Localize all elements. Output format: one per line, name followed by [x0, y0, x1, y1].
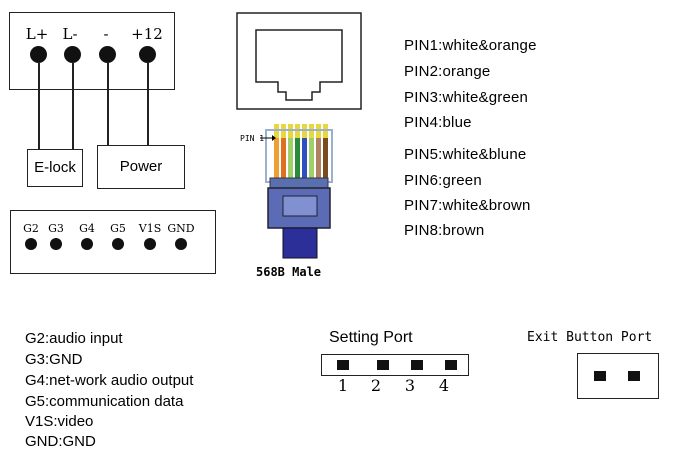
setting-num-3: 3 — [404, 376, 416, 395]
pin-2-label: PIN2:orange — [404, 63, 491, 80]
exit-port-connector — [577, 353, 659, 399]
terminal-screw-3 — [99, 46, 116, 63]
io-screw-g4 — [81, 238, 93, 250]
wire-minus — [107, 62, 109, 146]
pin1-marker: PIN 1 — [240, 134, 265, 143]
setting-pin-1 — [337, 360, 349, 370]
terminal-label-minus: - — [103, 25, 109, 43]
wire-l-plus — [38, 62, 40, 150]
terminal-screw-4 — [139, 46, 156, 63]
setting-port-title: Setting Port — [329, 329, 413, 346]
rj45-plug — [260, 124, 333, 259]
setting-pin-3 — [411, 360, 423, 370]
plug-caption: 568B Male — [256, 265, 322, 279]
plug-wire-2 — [281, 124, 286, 180]
io-screw-gnd — [175, 238, 187, 250]
pin-1-label: PIN1:white&orange — [404, 37, 537, 54]
elock-box — [27, 149, 83, 187]
pin-5-label: PIN5:white&blune — [404, 146, 527, 163]
plug-wire-6 — [309, 124, 314, 180]
pin-6-label: PIN6:green — [404, 172, 482, 189]
pin-7-label: PIN7:white&brown — [404, 197, 531, 214]
elock-label: E-lock — [34, 159, 76, 176]
legend-g5: G5:communication data — [25, 393, 184, 410]
rj45-socket — [236, 12, 362, 110]
io-label-g2: G2 — [23, 222, 39, 235]
wire-plus12 — [147, 62, 149, 146]
plug-wire-8 — [323, 124, 328, 180]
legend-v1s: V1S:video — [25, 413, 94, 430]
plug-wire-7 — [316, 124, 321, 180]
io-label-g3: G3 — [48, 222, 64, 235]
io-label-g5: G5 — [110, 222, 126, 235]
io-screw-v1s — [144, 238, 156, 250]
legend-g3: G3:GND — [25, 351, 83, 368]
terminal-label-plus12: +12 — [131, 25, 163, 43]
pin-3-label: PIN3:white&green — [404, 89, 529, 106]
setting-num-4: 4 — [438, 376, 450, 395]
power-box — [97, 145, 185, 189]
io-label-gnd: GND — [167, 222, 195, 235]
terminal-label-l-plus: L+ — [25, 25, 49, 43]
legend-g2: G2:audio input — [25, 330, 123, 347]
io-screw-g3 — [50, 238, 62, 250]
io-screw-g5 — [112, 238, 124, 250]
power-label: Power — [119, 158, 163, 175]
exit-pin-1 — [594, 371, 606, 381]
legend-g4: G4:net-work audio output — [25, 372, 194, 389]
plug-wire-4 — [295, 124, 300, 180]
exit-pin-2 — [628, 371, 640, 381]
plug-wire-5 — [302, 124, 307, 180]
setting-pin-4 — [445, 360, 457, 370]
setting-num-2: 2 — [370, 376, 382, 395]
io-label-v1s: V1S — [138, 222, 162, 235]
io-label-g4: G4 — [79, 222, 95, 235]
io-screw-g2 — [25, 238, 37, 250]
pin-8-label: PIN8:brown — [404, 222, 485, 239]
terminal-label-l-minus: L- — [62, 25, 78, 43]
pin-4-label: PIN4:blue — [404, 114, 472, 131]
setting-port-header — [321, 354, 469, 376]
terminal-screw-1 — [30, 46, 47, 63]
plug-wire-1 — [274, 124, 279, 180]
legend-gnd: GND:GND — [25, 433, 96, 450]
terminal-screw-2 — [64, 46, 81, 63]
exit-port-title: Exit Button Port — [527, 330, 653, 345]
setting-pin-2 — [377, 360, 389, 370]
plug-wire-3 — [288, 124, 293, 180]
setting-num-1: 1 — [337, 376, 349, 395]
plug-wires — [274, 124, 328, 180]
wire-l-minus — [72, 62, 74, 150]
